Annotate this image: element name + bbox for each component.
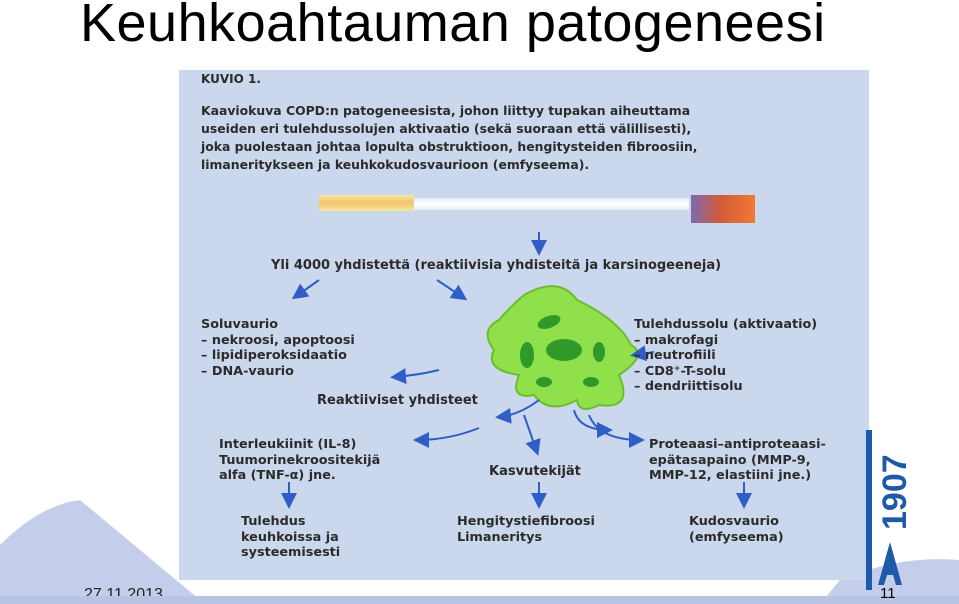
cigarette-filter xyxy=(319,195,414,211)
logo-year: 1907 xyxy=(876,454,912,530)
growth-factors-label: Kasvutekijät xyxy=(489,464,581,479)
pathogenesis-diagram xyxy=(281,232,752,509)
list-item: Hengitystiefibroosi xyxy=(457,514,595,529)
list-item: Tuumorinekroositekijä xyxy=(219,452,381,468)
list-item: – DNA-vaurio xyxy=(201,363,294,379)
list-item: Proteaasi–antiproteaasi- xyxy=(649,437,826,452)
figure-panel: KUVIO 1. Kaaviokuva COPD:n patogeneesist… xyxy=(179,70,869,580)
interleukins-list: Interleukiinit (IL-8) Tuumorinekroositek… xyxy=(219,437,380,484)
reactive-compounds-label: Reaktiiviset yhdisteet xyxy=(317,393,478,408)
nucleus-shape xyxy=(520,342,534,368)
caption-line: useiden eri tulehdussolujen aktivaatio (… xyxy=(201,121,692,136)
arrow-icon xyxy=(573,409,613,438)
list-item: MMP-12, elastiini jne.) xyxy=(649,468,812,483)
nucleus-shape xyxy=(583,377,599,387)
cigarette-paper xyxy=(414,198,689,210)
figure-label: KUVIO 1. xyxy=(201,72,261,86)
figure-caption: Kaaviokuva COPD:n patogeneesista, johon … xyxy=(201,102,698,174)
list-item: – neutrofiili xyxy=(634,348,716,363)
page-number: 11 xyxy=(880,585,896,602)
list-item: epätasapaino (MMP-9, xyxy=(649,452,811,468)
nucleus-shape xyxy=(546,339,582,361)
nucleus-shape xyxy=(536,377,552,387)
tissue-damage-list: Kudosvaurio (emfyseema) xyxy=(689,514,784,545)
list-item: – lipidiperoksidaatio xyxy=(201,348,347,363)
inflammation-list: Tulehdus keuhkoissa ja systeemisesti xyxy=(241,514,340,561)
university-logo: 1907 xyxy=(866,430,912,590)
arrow-icon xyxy=(588,414,645,448)
nucleus-shape xyxy=(593,342,605,362)
inflammatory-cells-list: Tulehdussolu (aktivaatio) – makrofagi – … xyxy=(634,317,817,395)
list-item: Soluvaurio xyxy=(201,317,279,332)
caption-line: Kaaviokuva COPD:n patogeneesista, johon … xyxy=(201,103,691,118)
list-item: (emfyseema) xyxy=(689,529,784,545)
cell-illustration xyxy=(486,285,639,410)
list-item: Interleukiinit (IL-8) xyxy=(219,437,357,452)
arrow-icon xyxy=(390,368,440,385)
list-item: systeemisesti xyxy=(241,545,341,560)
list-item: – makrofagi xyxy=(634,332,719,348)
list-item: Kudosvaurio xyxy=(689,514,779,529)
list-item: Tulehdus xyxy=(241,514,306,529)
list-item: Tulehdussolu (aktivaatio) xyxy=(634,317,818,332)
arrow-icon xyxy=(413,427,480,448)
list-item: – dendriittisolu xyxy=(634,379,743,394)
arrow-icon xyxy=(630,345,655,362)
arrow-icon xyxy=(523,414,541,456)
caption-line: joka puolestaan johtaa lopulta obstrukti… xyxy=(201,139,698,154)
caption-line: limaneritykseen ja keuhkokudosvaurioon (… xyxy=(201,157,590,172)
compounds-label: Yli 4000 yhdistettä (reaktiivisia yhdist… xyxy=(271,258,722,273)
nucleus-shape xyxy=(537,315,561,329)
cigarette-burning-tip xyxy=(691,195,755,223)
list-item: – CD8⁺-T-solu xyxy=(634,363,727,379)
protease-list: Proteaasi–antiproteaasi- epätasapaino (M… xyxy=(649,437,826,484)
list-item: Limaneritys xyxy=(457,529,543,545)
list-item: alfa (TNF-α) jne. xyxy=(219,468,336,483)
list-item: keuhkoissa ja xyxy=(241,529,339,545)
cell-damage-list: Soluvaurio – nekroosi, apoptoosi – lipid… xyxy=(201,317,355,379)
arrow-icon xyxy=(495,399,540,424)
list-item: – nekroosi, apoptoosi xyxy=(201,332,355,348)
fibrosis-list: Hengitystiefibroosi Limaneritys xyxy=(457,514,595,545)
slide-title: Keuhkoahtauman patogeneesi xyxy=(80,0,826,53)
bottom-bar xyxy=(0,596,959,604)
arrow-icon xyxy=(291,279,320,300)
arrow-icon xyxy=(436,279,468,301)
